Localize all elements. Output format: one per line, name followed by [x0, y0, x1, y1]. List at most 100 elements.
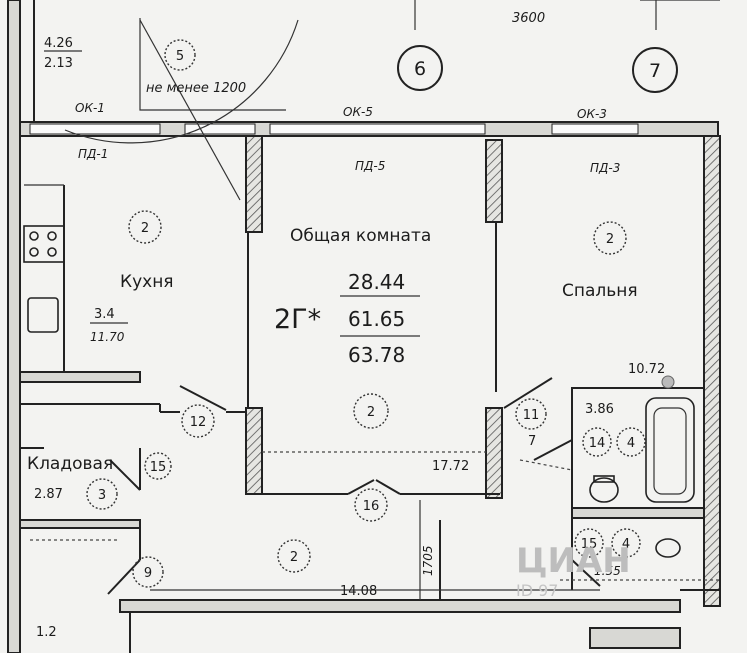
window-ok3: [551, 123, 639, 135]
door-bedroom: [503, 377, 553, 409]
door-11-circle: [515, 398, 547, 430]
door-bathroom: [533, 439, 573, 461]
left-outer-wall: [7, 0, 21, 653]
right-outer-wall: [703, 135, 721, 607]
corner-label: 1.2: [36, 625, 57, 640]
door-wc: [571, 559, 601, 587]
wc-tag-b: 4: [622, 537, 630, 552]
door-arc-top: [64, 19, 299, 144]
bathroom-tag-b-circle: [616, 427, 646, 457]
hall-tag: 2: [290, 550, 298, 565]
door-16: 16: [363, 499, 380, 514]
door-12-circle: [181, 404, 215, 438]
bathroom-tag-a: 14: [589, 436, 606, 451]
bedroom-tag-circle: [593, 221, 627, 255]
bedroom-tag: 2: [606, 232, 614, 247]
kitchen-tag-circle: [128, 210, 162, 244]
door-storage: [109, 459, 141, 491]
label-ok3: ОК-3: [577, 107, 607, 121]
living-name: Общая комната: [290, 226, 431, 246]
wc-tag-b-circle: [611, 528, 641, 558]
kitchen-tag: 2: [141, 221, 149, 236]
door-hall: [107, 559, 141, 595]
door-7: 7: [528, 434, 536, 449]
tag-5-circle: [164, 39, 196, 71]
storage-tag-circle: [86, 478, 118, 510]
corridor-bottom-wall: [119, 599, 681, 613]
hall-dim: 1705: [421, 545, 435, 576]
storage-area: 2.87: [34, 487, 63, 502]
kitchen-name: Кухня: [120, 272, 174, 292]
bedroom-area: 10.72: [628, 362, 665, 377]
wc-tag-a-circle: [574, 528, 604, 558]
storage-bottom-wall: [19, 519, 141, 529]
washbasin-icon: [655, 538, 681, 558]
bathroom-tag-a-circle: [582, 427, 612, 457]
sink-icon: [27, 297, 59, 333]
stove-icon: [23, 225, 65, 263]
toilet-icon: [589, 477, 619, 503]
fixtures: [23, 184, 695, 558]
dimension-top: 3600: [512, 11, 545, 26]
door-16-circle: [354, 488, 388, 522]
bedroom-name: Спальня: [562, 281, 638, 301]
axis-6-label: 6: [414, 58, 426, 80]
clearance-note: не менее 1200: [146, 81, 246, 96]
tag-5: 5: [176, 49, 184, 64]
door-kitchen: [179, 385, 227, 411]
bottom-right-wall: [589, 627, 681, 649]
label-pd1: ПД-1: [78, 147, 108, 161]
top-area-b: 2.13: [44, 56, 73, 71]
door-11: 11: [523, 408, 540, 423]
bath-wc-wall: [571, 507, 705, 519]
living-area: 17.72: [432, 459, 469, 474]
watermark: ЦИАН: [516, 541, 631, 581]
partition-kitchen-living-upper: [245, 135, 263, 233]
living-tag: 2: [367, 405, 375, 420]
bathtub-icon: [645, 397, 695, 503]
window-ok1: [29, 123, 161, 135]
door-12: 12: [190, 415, 207, 430]
door-9: 9: [144, 566, 152, 581]
door-9-circle: [132, 556, 164, 588]
window-ok5: [269, 123, 486, 135]
living-area-value: 28.44: [348, 270, 405, 294]
top-area-a: 4.26: [44, 36, 73, 51]
bathroom-area: 3.86: [585, 402, 614, 417]
kitchen-area-b: 11.70: [90, 330, 125, 344]
axis-7: 7: [632, 47, 678, 93]
door-living-left: [347, 479, 375, 495]
cursor-dot: [661, 375, 675, 389]
axis-6: 6: [397, 45, 443, 91]
total-area-value: 61.65: [348, 307, 405, 331]
partition-kitchen-living-lower: [245, 407, 263, 495]
dimension-lines: [30, 0, 720, 600]
wc-tag-a: 15: [581, 537, 598, 552]
apartment-code: 2Г*: [274, 304, 321, 335]
watermark-id: ID 97: [516, 581, 558, 600]
door-living-right: [375, 479, 401, 495]
window-ok5-left: [184, 123, 256, 135]
axis-7-label: 7: [649, 60, 661, 82]
storage-name: Кладовая: [27, 454, 113, 474]
storage-tag: 3: [98, 488, 106, 503]
total-with-balcony-value: 63.78: [348, 343, 405, 367]
hall-tag-circle: [277, 539, 311, 573]
partition-living-bedroom-lower: [485, 407, 503, 499]
kitchen-area-a: 3.4: [94, 307, 115, 322]
kitchen-bottom-wall: [19, 371, 141, 383]
label-ok5: ОК-5: [343, 105, 373, 119]
doors: [64, 18, 601, 595]
door-15: 15: [150, 460, 167, 475]
wc-area: 1.55: [594, 564, 621, 578]
walls: [7, 0, 721, 653]
partition-living-bedroom-upper: [485, 139, 503, 223]
living-tag-circle: [353, 393, 389, 429]
door-15-circle: [144, 452, 172, 480]
label-pd3: ПД-3: [590, 161, 620, 175]
label-pd5: ПД-5: [355, 159, 385, 173]
hall-area: 14.08: [340, 584, 377, 599]
bathroom-tag-b: 4: [627, 436, 635, 451]
label-ok1: ОК-1: [75, 101, 105, 115]
